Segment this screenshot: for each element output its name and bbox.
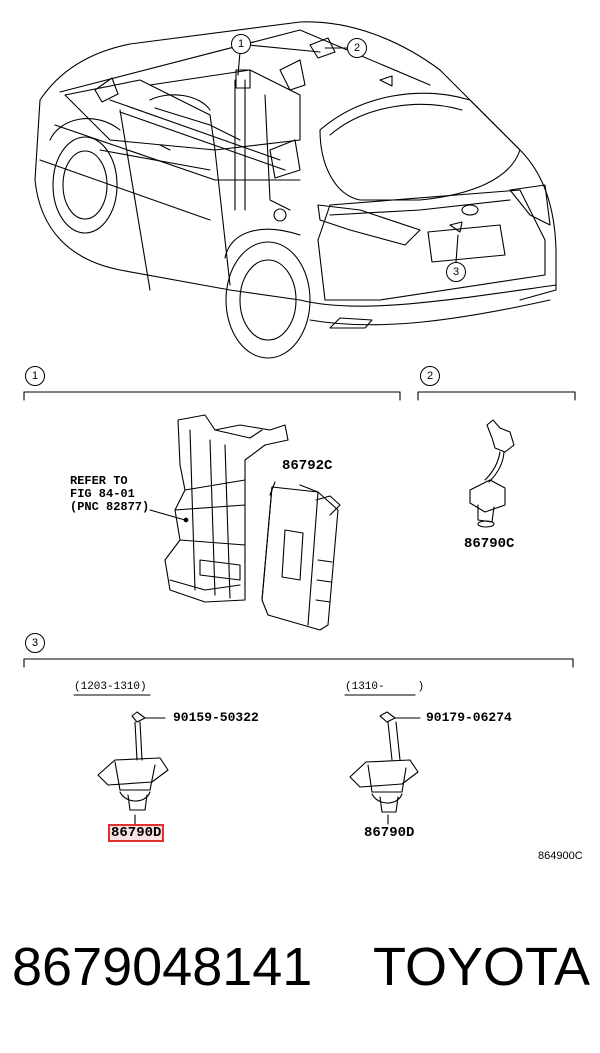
part-label-screw-left[interactable]: 90159-50322 [173,710,259,725]
footer-brand: TOYOTA [373,937,591,997]
rear-camera-left-drawing [73,694,169,826]
part-label-86790d[interactable]: 86790D [364,825,415,841]
part-label-screw-right[interactable]: 90179-06274 [426,710,512,725]
ecu-module-drawing [261,481,341,631]
rear-camera-right-drawing [344,694,421,825]
date-range-right: (1310- ) [345,681,425,693]
date-range-left: (1203-1310) [74,681,147,693]
section-2-marker: 2 [420,366,440,386]
front-camera-drawing [469,419,515,528]
refer-note: REFER TO FIG 84-01 (PNC 82877) [70,474,150,514]
ecu-bracket-drawing [149,414,289,603]
callout-2: 2 [347,38,367,58]
section-3-marker: 3 [25,633,45,653]
vehicle-illustration [34,21,557,359]
part-label-86790d-highlighted[interactable]: 86790D [108,824,165,842]
callout-1: 1 [231,34,251,54]
section-1-marker: 1 [25,366,45,386]
part-label-86792c[interactable]: 86792C [282,458,333,474]
part-label-86790c[interactable]: 86790C [464,536,515,552]
callout-3: 3 [446,262,466,282]
figure-code: 864900C [538,850,583,862]
footer-part-number: 8679048141 [12,937,313,997]
parts-diagram-art [23,21,576,826]
